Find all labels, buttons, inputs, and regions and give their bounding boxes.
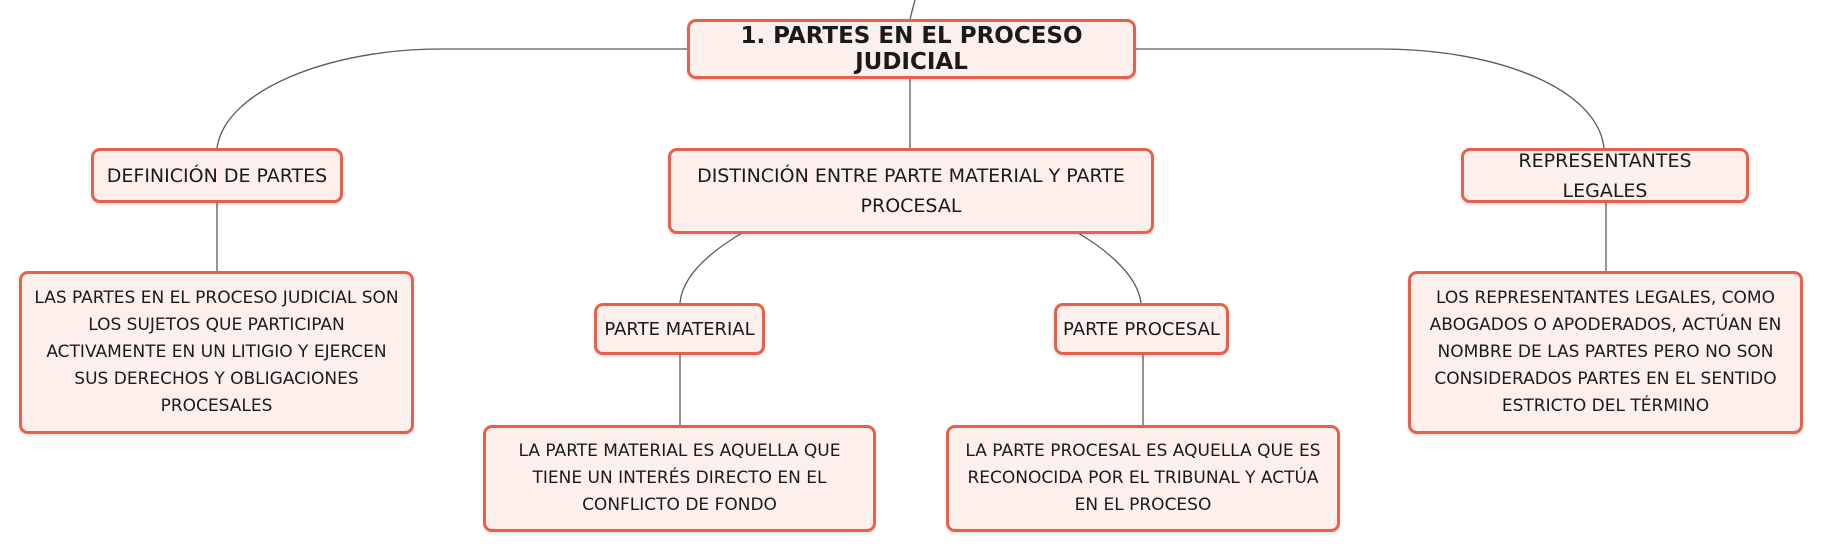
subtopic-parte-material-label: PARTE MATERIAL [604, 318, 755, 340]
branch-representantes-node[interactable]: REPRESENTANTES LEGALES [1461, 148, 1749, 203]
detail-parte-procesal-text: LA PARTE PROCESAL ES AQUELLA QUE ES RECO… [965, 441, 1321, 515]
detail-parte-material-node[interactable]: LA PARTE MATERIAL ES AQUELLA QUE TIENE U… [483, 425, 876, 532]
detail-representantes-text: LOS REPRESENTANTES LEGALES, COMO ABOGADO… [1429, 288, 1782, 416]
subtopic-parte-material-node[interactable]: PARTE MATERIAL [594, 303, 765, 355]
branch-distincion-node[interactable]: DISTINCIÓN ENTRE PARTE MATERIAL Y PARTE … [668, 148, 1154, 234]
connector-root-representantes [1134, 48, 1605, 149]
branch-distincion-label: DISTINCIÓN ENTRE PARTE MATERIAL Y PARTE … [697, 165, 1125, 217]
detail-parte-material-text: LA PARTE MATERIAL ES AQUELLA QUE TIENE U… [518, 441, 841, 515]
branch-representantes-label: REPRESENTANTES LEGALES [1518, 149, 1692, 202]
subtopic-parte-procesal-label: PARTE PROCESAL [1063, 318, 1220, 340]
detail-representantes-node[interactable]: LOS REPRESENTANTES LEGALES, COMO ABOGADO… [1408, 271, 1803, 434]
connector-distincion-procesal [1077, 232, 1142, 304]
subtopic-parte-procesal-node[interactable]: PARTE PROCESAL [1054, 303, 1229, 355]
branch-definicion-label: DEFINICIÓN DE PARTES [106, 164, 328, 187]
detail-definicion-text: LAS PARTES EN EL PROCESO JUDICIAL SON LO… [34, 288, 399, 416]
detail-definicion-node[interactable]: LAS PARTES EN EL PROCESO JUDICIAL SON LO… [19, 271, 414, 434]
connector-root-definicion [216, 48, 688, 149]
branch-definicion-node[interactable]: DEFINICIÓN DE PARTES [91, 148, 343, 203]
connector-distincion-material [679, 232, 743, 304]
root-node-label: 1. PARTES EN EL PROCESO JUDICIAL [740, 23, 1083, 75]
detail-parte-procesal-node[interactable]: LA PARTE PROCESAL ES AQUELLA QUE ES RECO… [946, 425, 1340, 532]
connector-parent-root [909, 0, 916, 21]
root-node[interactable]: 1. PARTES EN EL PROCESO JUDICIAL [687, 19, 1136, 79]
